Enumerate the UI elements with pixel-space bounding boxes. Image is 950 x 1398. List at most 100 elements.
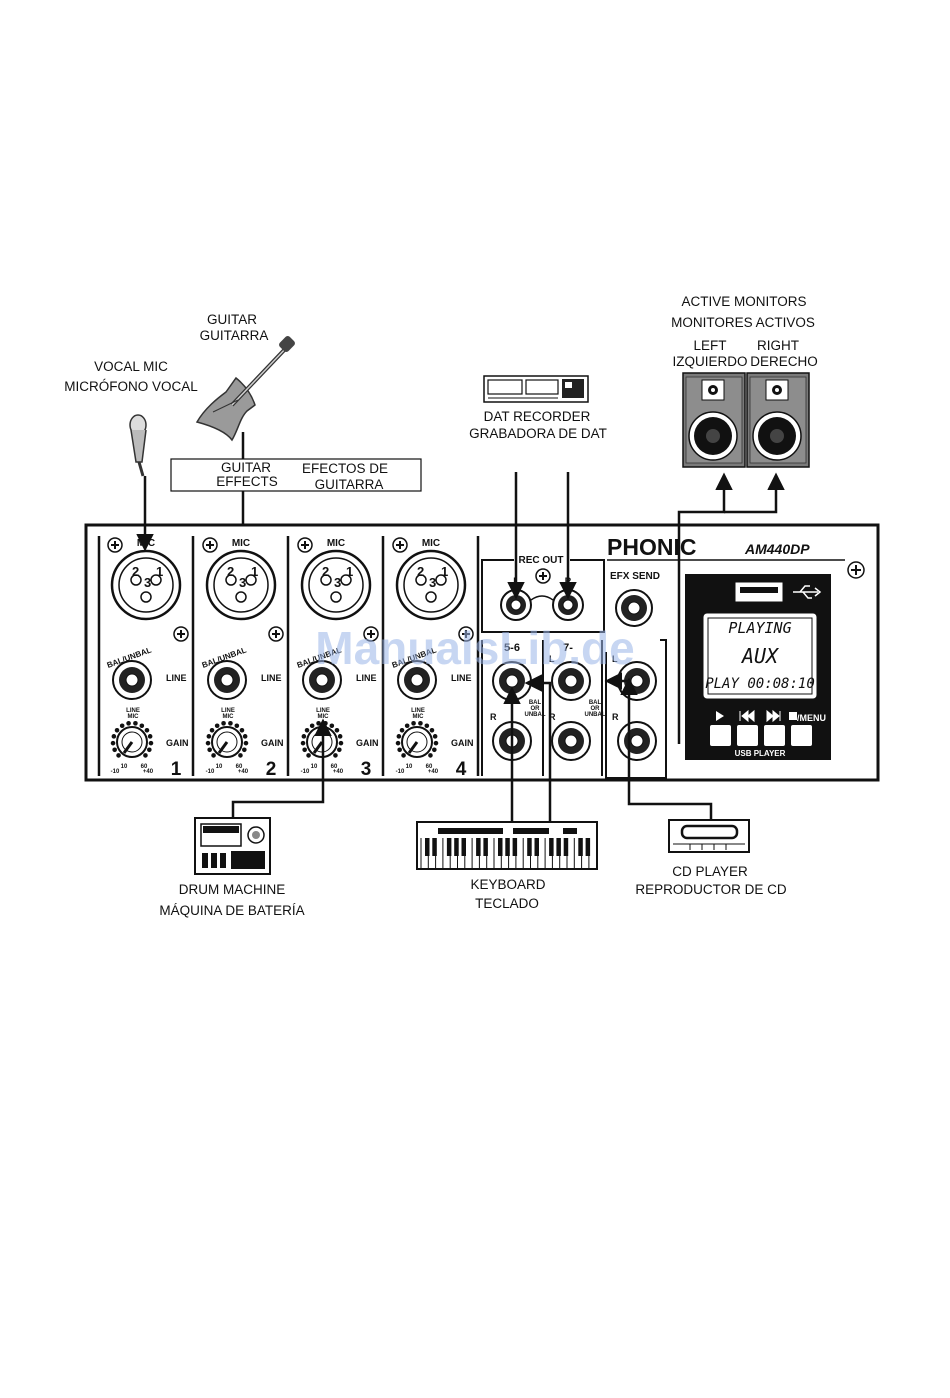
monitor-right-cable: [724, 472, 785, 514]
screw-icon: [202, 537, 218, 553]
usb-icon: [793, 585, 822, 599]
previous-button[interactable]: [737, 725, 758, 746]
stereo-inputs-section: 5-6 7- R R L BAL OR UNBAL BAL OR UNBAL: [481, 640, 606, 776]
xlr-pin-label: 2: [227, 564, 234, 579]
efx-send-jack[interactable]: [615, 589, 653, 627]
guitar-effects-label-en-1: GUITAR: [221, 460, 271, 475]
line-input-2[interactable]: [207, 660, 247, 700]
keyboard-cable-2: [524, 674, 552, 822]
gain-knob-2[interactable]: [205, 721, 249, 758]
lcd-line-time: PLAY 00:08:10: [705, 676, 815, 692]
left-label-en: LEFT: [693, 338, 726, 353]
stop-menu-button[interactable]: [791, 725, 812, 746]
screw-icon: [458, 626, 474, 642]
bal-or-unbal-5: OR: [591, 706, 601, 712]
gain-scale-min: -10: [206, 769, 215, 775]
vocal-mic-label-es: MICRÓFONO VOCAL: [64, 379, 198, 394]
gain-label: GAIN: [261, 738, 284, 748]
guitar-label-es: GUITARRA: [200, 328, 269, 343]
gain-scale-mid-a: 10: [311, 764, 318, 770]
bal-or-unbal-6: UNBAL: [585, 712, 606, 718]
gain-knob-1[interactable]: [110, 721, 154, 758]
next-button[interactable]: [764, 725, 785, 746]
line-input-4[interactable]: [397, 660, 437, 700]
channel-dividers: [97, 536, 480, 776]
line-mic-label: LINE: [316, 708, 330, 714]
dat-label-en: DAT RECORDER: [484, 409, 591, 424]
lcd-line-playing: PLAYING: [728, 619, 791, 637]
gain-scale-max: +40: [143, 769, 154, 775]
usb-player-label: USB PLAYER: [735, 749, 786, 758]
ch56-label: 5-6: [504, 642, 520, 654]
stop-icon: [789, 712, 797, 720]
mic-label: MIC: [232, 538, 250, 549]
cd-cable: [620, 677, 713, 820]
stereo-input-78-l-jack[interactable]: [551, 661, 591, 701]
gain-scale-mid-a: 10: [406, 764, 413, 770]
channel-number: 2: [266, 759, 277, 780]
play-icon: [716, 711, 724, 721]
ch56-r-label: R: [490, 712, 497, 722]
line-mic-label-2: MIC: [128, 714, 140, 720]
rec-out-label: REC OUT: [519, 555, 564, 566]
drum-label-es: MÁQUINA DE BATERÍA: [159, 903, 304, 918]
line-mic-label: LINE: [411, 708, 425, 714]
gain-scale-min: -10: [111, 769, 120, 775]
model-name: AM440DP: [744, 541, 810, 557]
gain-knob-4[interactable]: [395, 721, 439, 758]
monitor-right-icon: [746, 372, 810, 468]
screw-icon: [392, 537, 408, 553]
line-mic-label-2: MIC: [318, 714, 330, 720]
line-mic-label-2: MIC: [413, 714, 425, 720]
menu-label: /MENU: [797, 713, 826, 723]
dat-label-es: GRABADORA DE DAT: [469, 426, 607, 441]
stereo-input-78-r-jack[interactable]: [551, 721, 591, 761]
line-input-1[interactable]: [112, 660, 152, 700]
play-button[interactable]: [710, 725, 731, 746]
ch78-label: 7-: [563, 642, 573, 654]
right-label-es: DERECHO: [750, 354, 818, 369]
guitar-label-en: GUITAR: [207, 312, 257, 327]
gain-label: GAIN: [451, 738, 474, 748]
channel-number: 3: [361, 759, 372, 780]
monitors-label-en: ACTIVE MONITORS: [681, 294, 806, 309]
guitar-effects-label-es-2: GUITARRA: [315, 477, 384, 492]
gain-scale-mid-b: 60: [426, 764, 433, 770]
cd-label-es: REPRODUCTOR DE CD: [635, 882, 787, 897]
line-label: LINE: [451, 673, 472, 683]
efx-send-label: EFX SEND: [610, 571, 660, 582]
line-mic-label-2: MIC: [223, 714, 235, 720]
monitor-left-icon: [682, 372, 746, 468]
xlr-pin-label: 1: [156, 564, 163, 579]
line-input-3[interactable]: [302, 660, 342, 700]
guitar-effects-box: [170, 458, 422, 492]
screw-icon: [297, 537, 313, 553]
line-mic-label: LINE: [126, 708, 140, 714]
gain-scale-mid-a: 10: [121, 764, 128, 770]
gain-scale-min: -10: [396, 769, 405, 775]
line-label: LINE: [261, 673, 282, 683]
guitar-effects-label-en-2: EFFECTS: [216, 474, 278, 489]
previous-icon: [739, 709, 755, 723]
monitor-left-cable: [677, 472, 733, 744]
gain-scale-mid-b: 60: [236, 764, 243, 770]
keyboard-icon: [416, 821, 598, 870]
stereo-jacks: [492, 661, 591, 761]
connection-lines: [136, 432, 785, 822]
aux-r-jack[interactable]: [617, 721, 657, 761]
drum-machine-icon: [194, 817, 271, 875]
bal-or-unbal-1: BAL: [529, 700, 542, 706]
aux-l-label: L: [612, 654, 618, 664]
screw-icon: [535, 568, 551, 584]
lcd-line-source: AUX: [740, 644, 780, 668]
channel-number: 4: [456, 759, 467, 780]
gain-scale-max: +40: [238, 769, 249, 775]
